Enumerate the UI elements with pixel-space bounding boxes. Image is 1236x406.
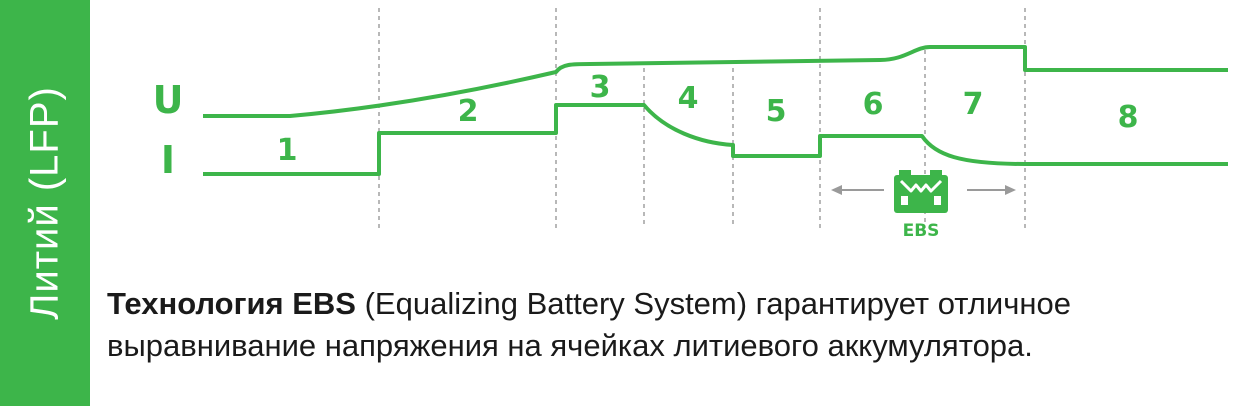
stage-label-6: 6 <box>863 87 884 122</box>
ebs-badge-label: EBS <box>903 221 940 241</box>
caption-bold: Технология EBS <box>107 286 356 321</box>
voltage-axis-label: U <box>153 78 184 122</box>
left-arrow-icon <box>831 185 884 195</box>
stage-label-4: 4 <box>678 81 699 116</box>
battery-icon <box>894 170 948 213</box>
stage-label-3: 3 <box>590 70 611 105</box>
voltage-curve <box>203 45 1228 118</box>
stage-label-5: 5 <box>766 94 787 129</box>
side-band: Литий (LFP) <box>0 0 90 406</box>
stage-label-8: 8 <box>1118 100 1139 135</box>
current-curve <box>203 103 1228 176</box>
stage-label-2: 2 <box>458 94 479 129</box>
current-axis-label: I <box>161 138 175 182</box>
stage-label-1: 1 <box>277 133 298 168</box>
caption-text: (Equalizing Battery System) гарантирует … <box>107 286 1071 363</box>
right-arrow-icon <box>967 185 1016 195</box>
caption: Технология EBS (Equalizing Battery Syste… <box>107 283 1232 367</box>
stage-label-7: 7 <box>963 87 984 122</box>
